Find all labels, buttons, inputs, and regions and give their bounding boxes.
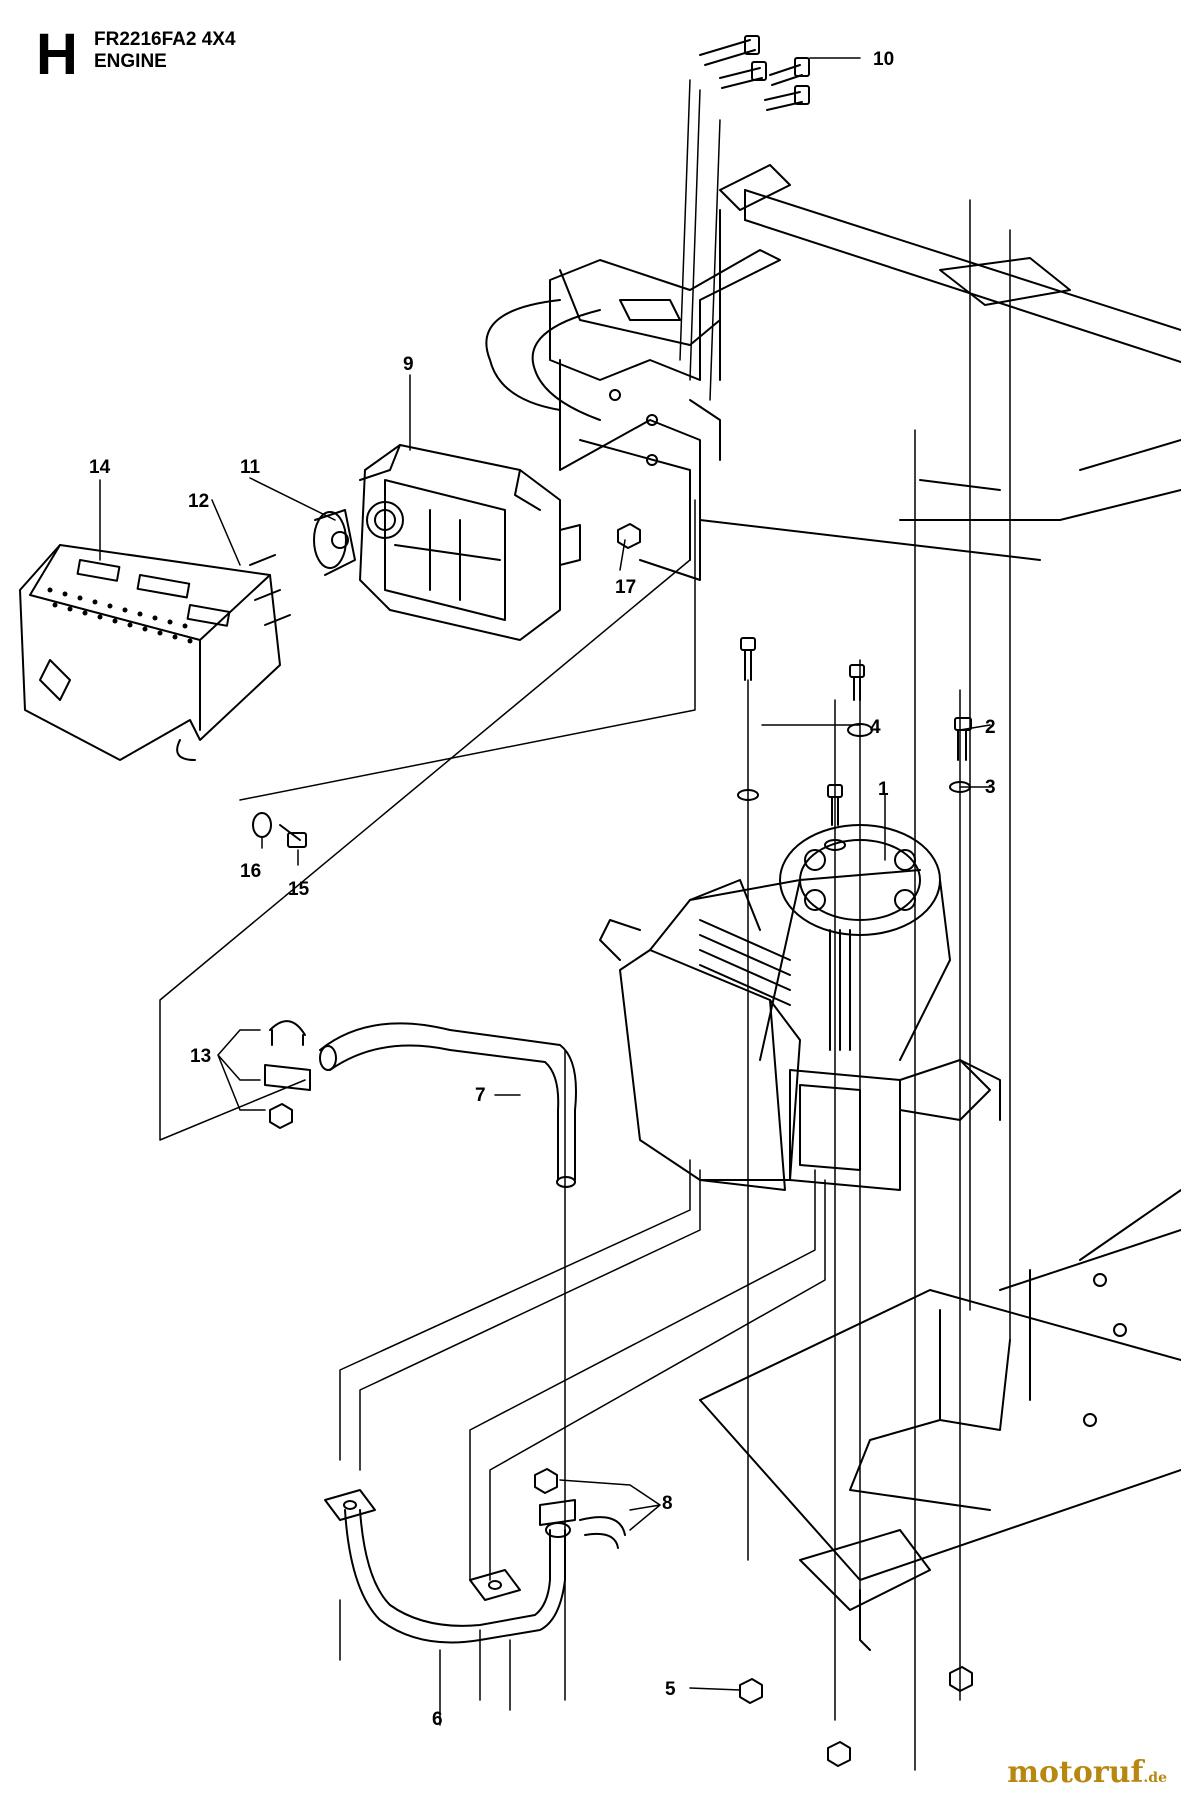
callout-14: 14 bbox=[89, 457, 111, 478]
mower-frame bbox=[485, 189, 1181, 561]
bolt-set-10 bbox=[679, 35, 810, 401]
watermark-tld: .de bbox=[1143, 1770, 1167, 1786]
callout-12: 12 bbox=[188, 491, 210, 512]
callout-2: 2 bbox=[985, 717, 996, 738]
callout-leader-13 bbox=[217, 1029, 266, 1111]
exhaust-pipe-7 bbox=[319, 1022, 577, 1188]
callout-9: 9 bbox=[403, 354, 414, 375]
watermark-name: motoruf bbox=[1007, 1755, 1144, 1790]
callout-leader-8 bbox=[559, 1479, 661, 1531]
callout-8: 8 bbox=[662, 1493, 673, 1514]
heat-shield-vents bbox=[47, 587, 193, 644]
bolt-15-washer-16 bbox=[252, 812, 307, 848]
watermark-logo: motoruf.de bbox=[1007, 1755, 1167, 1790]
engine-mount-plate bbox=[699, 1189, 1181, 1651]
callout-11: 11 bbox=[240, 457, 261, 478]
callout-15: 15 bbox=[288, 879, 310, 900]
callout-17: 17 bbox=[615, 577, 637, 598]
engine-top-bracket bbox=[549, 164, 791, 581]
callout-leaders bbox=[99, 57, 991, 1726]
callout-10: 10 bbox=[873, 49, 895, 70]
exhaust-pipe-6 bbox=[324, 1489, 571, 1644]
callout-6: 6 bbox=[432, 1709, 443, 1730]
callout-13: 13 bbox=[190, 1046, 212, 1067]
engine-bolt-lines bbox=[747, 199, 1011, 1771]
clamp-8 bbox=[534, 1468, 626, 1549]
muffler bbox=[359, 444, 581, 641]
fasteners bbox=[737, 637, 973, 1767]
spark-arrestor bbox=[313, 509, 356, 576]
clamp-13 bbox=[264, 1020, 311, 1129]
engine-block bbox=[599, 824, 1001, 1191]
callout-4: 4 bbox=[870, 717, 881, 738]
section-title: ENGINE bbox=[94, 51, 167, 72]
callout-5: 5 bbox=[665, 1679, 676, 1700]
exhaust-reference-lines bbox=[339, 1049, 826, 1711]
section-letter: H bbox=[36, 22, 78, 87]
callout-1: 1 bbox=[878, 779, 889, 800]
screws-12 bbox=[249, 554, 291, 626]
nut-17 bbox=[617, 523, 641, 549]
model-number: FR2216FA2 4X4 bbox=[94, 29, 236, 50]
reference-lines bbox=[159, 499, 696, 1141]
callout-3: 3 bbox=[985, 777, 996, 798]
heat-shield bbox=[19, 544, 281, 761]
callout-16: 16 bbox=[240, 861, 262, 882]
callout-7: 7 bbox=[475, 1085, 486, 1106]
